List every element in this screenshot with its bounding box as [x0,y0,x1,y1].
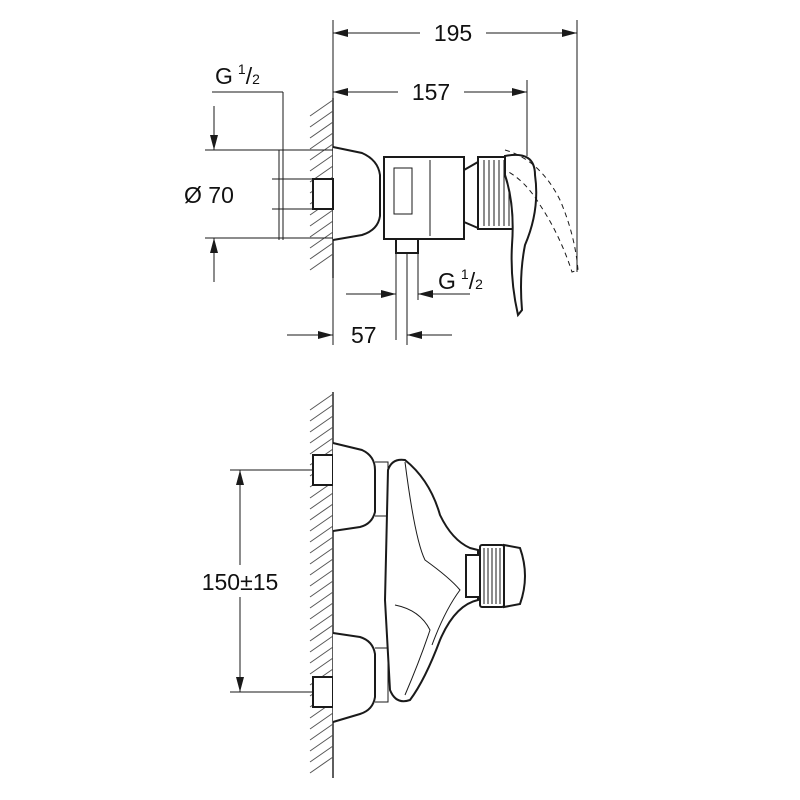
cartridge-ribs-front [483,548,501,604]
inlet-thread-g: G [215,63,233,89]
mixer-body-shadow [394,604,431,696]
inlet-thread-num: 1 [238,61,246,77]
label-bg-157 [398,76,464,106]
arrow-d70-top [210,135,218,150]
arrow-195-left [333,29,348,37]
hatch-stroke [309,253,334,271]
arrow-d70-bottom [210,238,218,253]
lever-handle-side [504,153,538,318]
wall-hatching-front [309,393,334,774]
hatch-stroke [309,492,334,510]
lower-inlet-connector [312,676,334,708]
hatch-stroke [309,558,334,576]
hatch-stroke [309,657,334,675]
front-view: 150±15 [186,392,526,778]
valve-window-side [393,167,413,215]
hatch-stroke [309,591,334,609]
hatch-stroke [309,220,334,238]
arrow-150-top [236,470,244,485]
hatch-stroke [309,580,334,598]
hatch-stroke [309,121,334,139]
upper-escutcheon-front [332,442,376,532]
hatch-stroke [309,110,334,128]
hatch-stroke [309,231,334,249]
arrow-outlet-left [381,290,396,298]
outlet-thread-num: 1 [461,266,469,282]
upper-inlet-connector [312,454,334,486]
hatch-stroke [309,404,334,422]
lower-escutcheon-ring [375,647,389,703]
outlet-thread-g: G [438,268,456,294]
hatch-stroke [309,525,334,543]
valve-neck-side [463,160,479,230]
lower-escutcheon-front [332,632,376,723]
mixer-body-contour [404,461,461,646]
mixer-body-front [383,458,479,703]
hatch-stroke [309,602,334,620]
outlet-thread-den: 2 [475,276,483,292]
hatch-stroke [309,569,334,587]
inlet-thread-den: 2 [252,71,260,87]
wall-hatching-side [309,99,334,271]
hatch-stroke [309,646,334,664]
outlet-offset-label: 57 [351,322,377,348]
hatch-stroke [309,99,334,117]
cartridge-cap-front [503,543,526,609]
arrow-150-bottom [236,677,244,692]
inlet-connector-side [312,178,334,210]
outlet-nipple-side [395,238,419,254]
valve-body-side [383,156,465,240]
hatch-stroke [309,723,334,741]
arrow-157-right [512,88,527,96]
hatch-stroke [309,143,334,161]
hatch-stroke [309,426,334,444]
hatch-stroke [309,415,334,433]
arrow-57-left [318,331,333,339]
hatch-stroke [309,613,334,631]
arrow-195-right [562,29,577,37]
hatch-stroke [309,132,334,150]
escutcheon-diameter-label: Ø 70 [184,182,234,208]
hatch-stroke [309,242,334,260]
hatch-stroke [309,624,334,642]
hatch-stroke [309,756,334,774]
hatch-stroke [309,209,334,227]
upper-escutcheon-ring [375,461,389,517]
hatch-stroke [309,536,334,554]
depth-to-handle-label: 157 [412,79,450,105]
label-bg-195 [420,17,486,47]
arrow-57-right [407,331,422,339]
hatch-stroke [309,503,334,521]
cartridge-neck-front [465,554,481,598]
escutcheon-side [332,146,381,241]
hatch-stroke [309,437,334,455]
hatch-stroke [309,547,334,565]
label-bg-150 [186,565,294,597]
arrow-outlet-right [418,290,433,298]
hatch-stroke [309,154,334,172]
hatch-stroke [309,734,334,752]
hatch-stroke [309,635,334,653]
hatch-stroke [309,514,334,532]
hatch-stroke [309,745,334,763]
overall-depth-label: 195 [434,20,472,46]
hatch-stroke [309,712,334,730]
hatch-stroke [309,393,334,411]
inlet-centres-label: 150±15 [202,569,279,595]
inlet-thread-slash: / [246,63,253,89]
arrow-157-left [333,88,348,96]
outlet-thread-slash: / [469,268,476,294]
